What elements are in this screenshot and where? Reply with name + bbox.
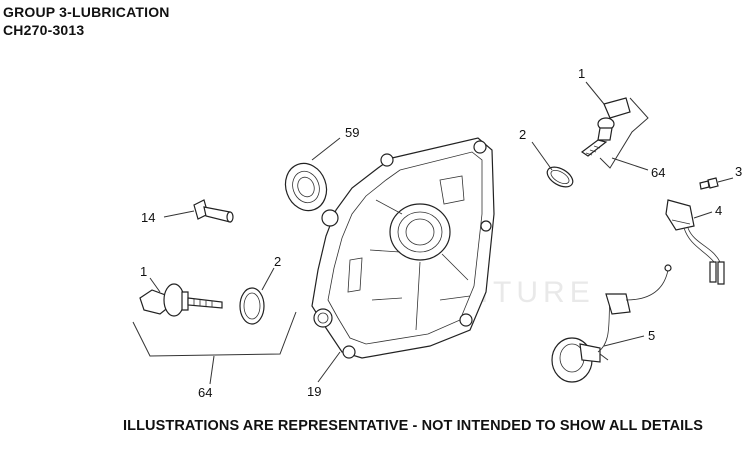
leader-line-64-top (611, 157, 649, 171)
callout-59: 59 (345, 125, 359, 140)
group-title: GROUP 3-LUBRICATION (3, 4, 170, 20)
callout-1-left: 1 (140, 264, 147, 279)
callout-3: 3 (735, 164, 742, 179)
o-ring-part-2-left (239, 287, 265, 325)
leader-line-5-b (599, 353, 609, 361)
leader-line-1-left (149, 277, 161, 293)
callout-2-top: 2 (519, 127, 526, 142)
bracket-64-top (599, 97, 649, 169)
callout-14: 14 (141, 210, 155, 225)
oil-switch-part-5 (551, 264, 672, 383)
screw-part-3 (699, 177, 719, 190)
oil-sensor-part-4 (665, 199, 725, 285)
leader-line-3 (717, 177, 734, 183)
callout-19: 19 (307, 384, 321, 399)
dipstick-part-1-left (139, 283, 223, 317)
disclaimer-footer: ILLUSTRATIONS ARE REPRESENTATIVE - NOT I… (123, 418, 703, 434)
callout-5: 5 (648, 328, 655, 343)
leader-line-4 (693, 211, 713, 219)
leader-line-64-bottom (209, 355, 215, 385)
leader-line-2-left (261, 267, 275, 291)
leader-line-2-top (531, 141, 553, 171)
callout-64-bottom: 64 (198, 385, 212, 400)
model-number: CH270-3013 (3, 22, 85, 38)
crankcase-cover-part-19 (311, 137, 495, 359)
bracket-64-bottom (132, 311, 297, 357)
o-ring-part-2-top (546, 166, 574, 188)
leader-line-59 (311, 137, 341, 161)
dipstick-part-1-top (580, 97, 631, 157)
leader-line-14 (163, 210, 195, 218)
callout-2-left: 2 (274, 254, 281, 269)
bolt-part-14 (193, 199, 234, 223)
callout-4: 4 (715, 203, 722, 218)
leader-line-1-top (585, 81, 605, 105)
leader-line-19 (317, 351, 341, 383)
leader-line-5 (603, 335, 645, 347)
oil-seal-part-59 (284, 162, 328, 212)
callout-1-top: 1 (578, 66, 585, 81)
callout-64-top: 64 (651, 165, 665, 180)
